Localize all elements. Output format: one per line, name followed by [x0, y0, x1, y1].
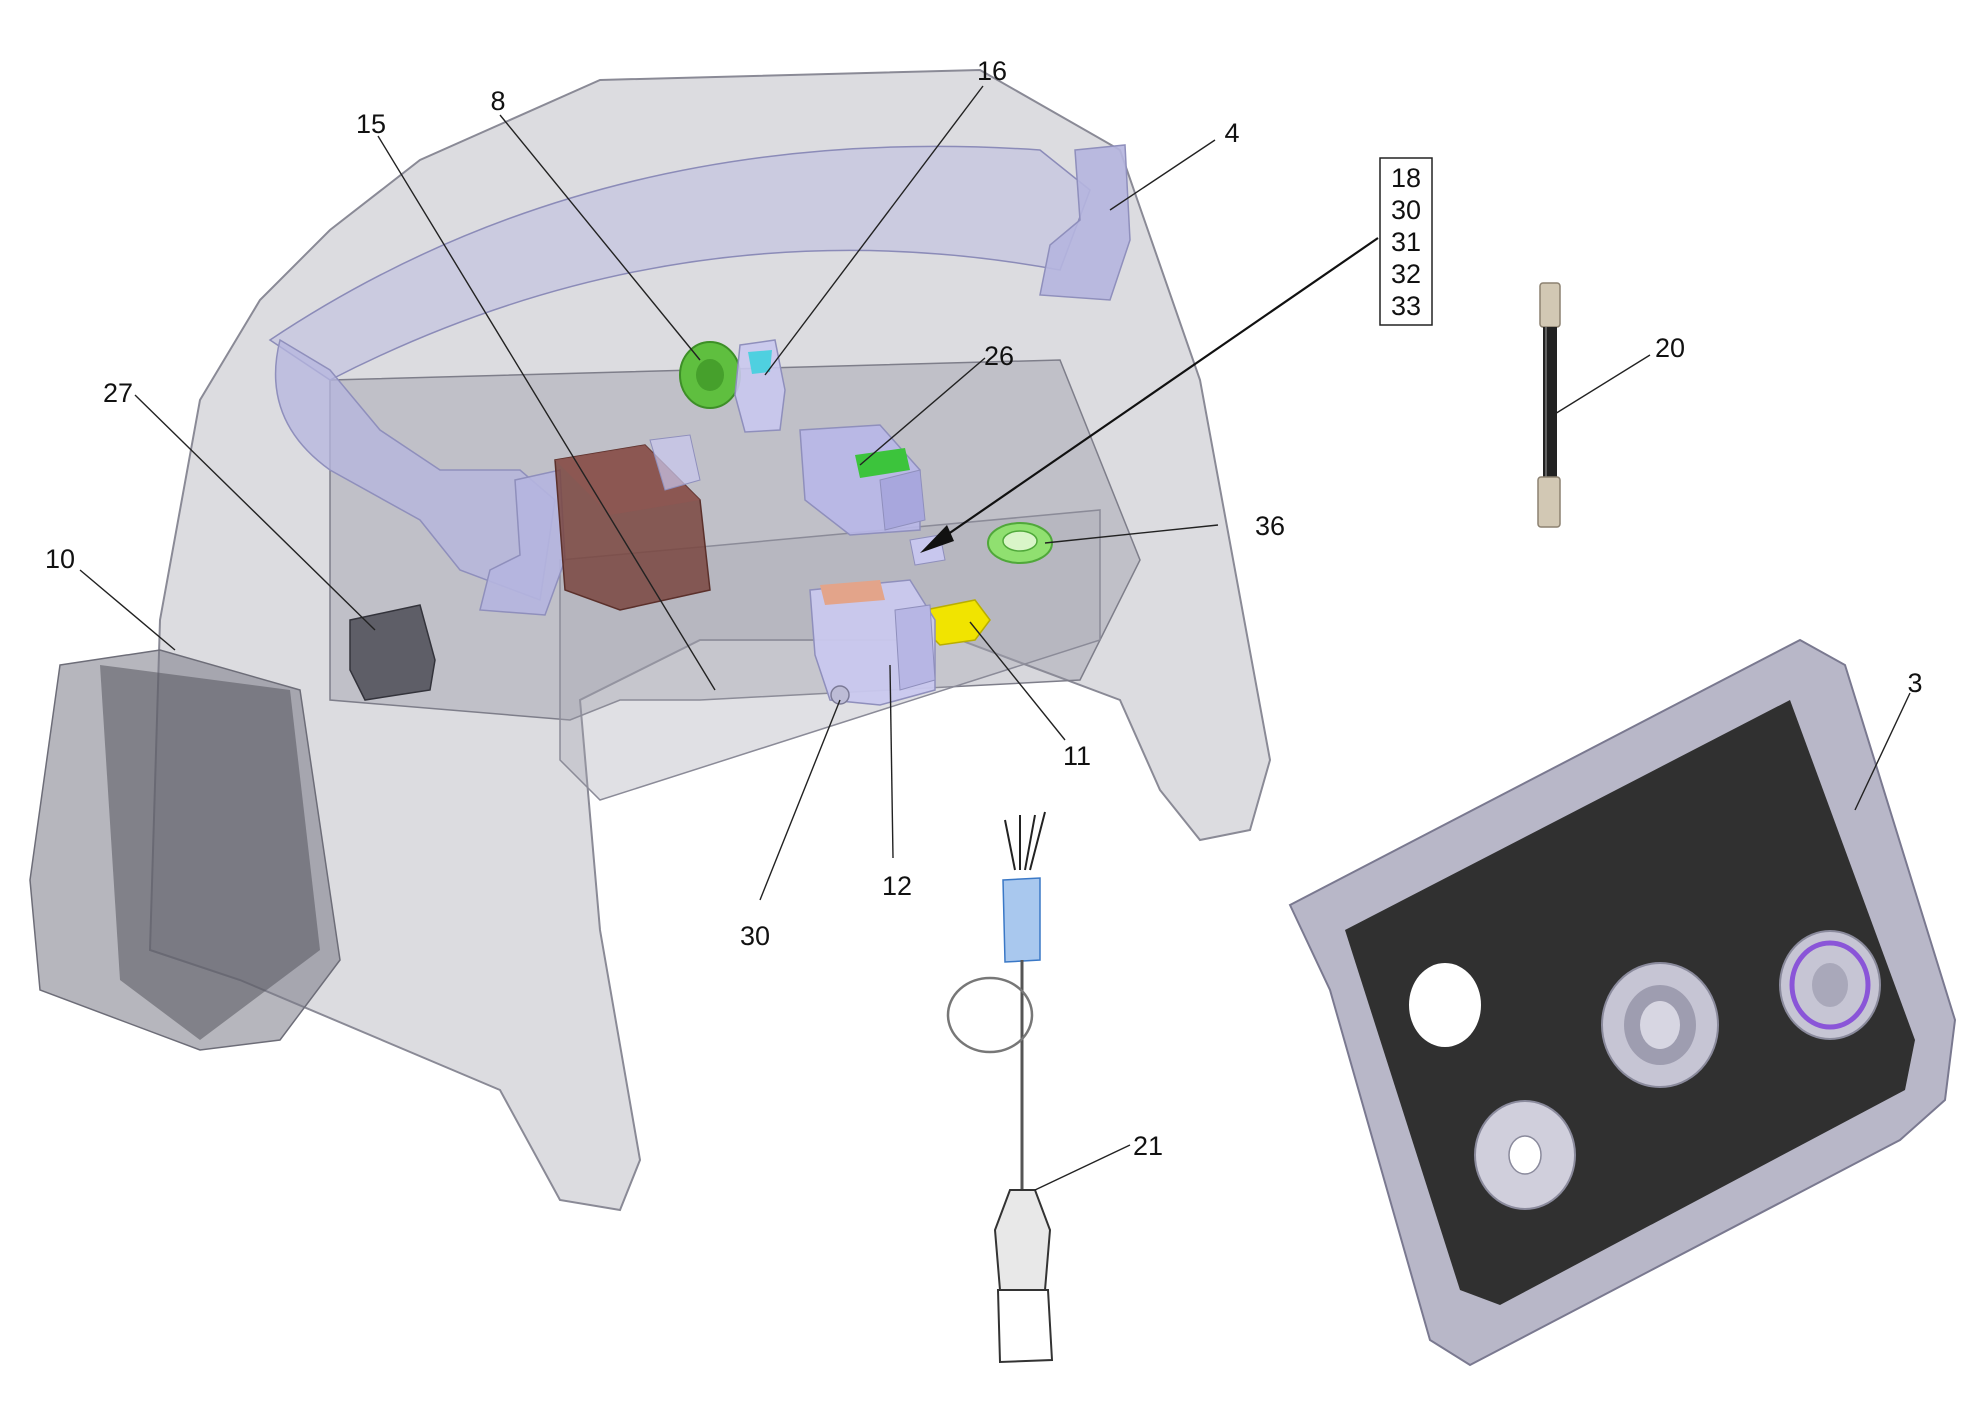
group-item: 30	[1391, 195, 1421, 225]
relay-block	[349, 604, 436, 701]
callout-26: 26	[984, 341, 1014, 371]
sensor-tip	[748, 350, 772, 374]
callout-15: 15	[356, 109, 386, 139]
internal-components	[349, 339, 1053, 706]
group-item: 32	[1391, 259, 1421, 289]
callout-27: 27	[103, 378, 133, 408]
leader-group-arrowhead	[920, 525, 954, 553]
center-knob	[1601, 962, 1719, 1088]
leader-8	[499, 114, 701, 361]
leader-11	[969, 621, 1066, 741]
leader-15	[377, 135, 716, 691]
callout-20: 20	[1655, 333, 1685, 363]
leader-16	[764, 85, 984, 376]
hose-plug-icon	[996, 1289, 1054, 1364]
small-knob	[1474, 1100, 1576, 1210]
group-box-frame	[1379, 157, 1433, 326]
leader-20	[1549, 354, 1651, 418]
group-callout-box: 18 30 31 32 33	[1379, 157, 1433, 326]
screw	[830, 685, 850, 705]
leader-group	[924, 237, 1379, 551]
leader-30	[759, 699, 841, 901]
control-panel	[1288, 638, 1957, 1367]
side-flap-face	[100, 665, 320, 1040]
group-item: 18	[1391, 163, 1421, 193]
sensor-module	[734, 339, 786, 433]
grommet-ring-icon	[987, 522, 1053, 564]
leader-lines	[79, 85, 1911, 1191]
group-item: 31	[1391, 227, 1421, 257]
group-item: 33	[1391, 291, 1421, 321]
handle-grip	[1039, 144, 1131, 301]
housing-assembly	[29, 68, 1272, 1212]
switch-block	[809, 579, 936, 706]
bracket-left	[649, 434, 701, 491]
callout-16: 16	[977, 56, 1007, 86]
callout-36: 36	[1255, 511, 1285, 541]
control-board	[799, 424, 926, 536]
leader-26	[859, 357, 986, 466]
leader-12	[889, 664, 894, 859]
panel-hole	[1409, 963, 1481, 1047]
callout-11: 11	[1063, 741, 1091, 771]
leader-21	[1034, 1144, 1131, 1191]
pressure-switch	[679, 341, 741, 409]
leader-4	[1109, 139, 1216, 211]
housing-shell	[148, 68, 1272, 1212]
leader-3	[1854, 692, 1911, 811]
callout-8: 8	[490, 86, 505, 116]
callout-4: 4	[1224, 118, 1239, 148]
callout-labels: 3 4 8 10 11 12 15 16 20 21 26 27 30 36	[45, 56, 1923, 1161]
callout-21: 21	[1133, 1131, 1163, 1161]
callout-12: 12	[882, 871, 912, 901]
frame-tube-left	[274, 338, 556, 602]
right-knob	[1779, 930, 1881, 1040]
callout-10: 10	[45, 544, 75, 574]
callout-3: 3	[1907, 668, 1922, 698]
leader-36	[1044, 524, 1219, 544]
leader-27	[134, 394, 376, 631]
cable-bridge-icon	[1537, 282, 1561, 528]
power-cable	[946, 811, 1054, 1364]
leader-10	[79, 569, 176, 651]
callout-30: 30	[740, 921, 770, 951]
